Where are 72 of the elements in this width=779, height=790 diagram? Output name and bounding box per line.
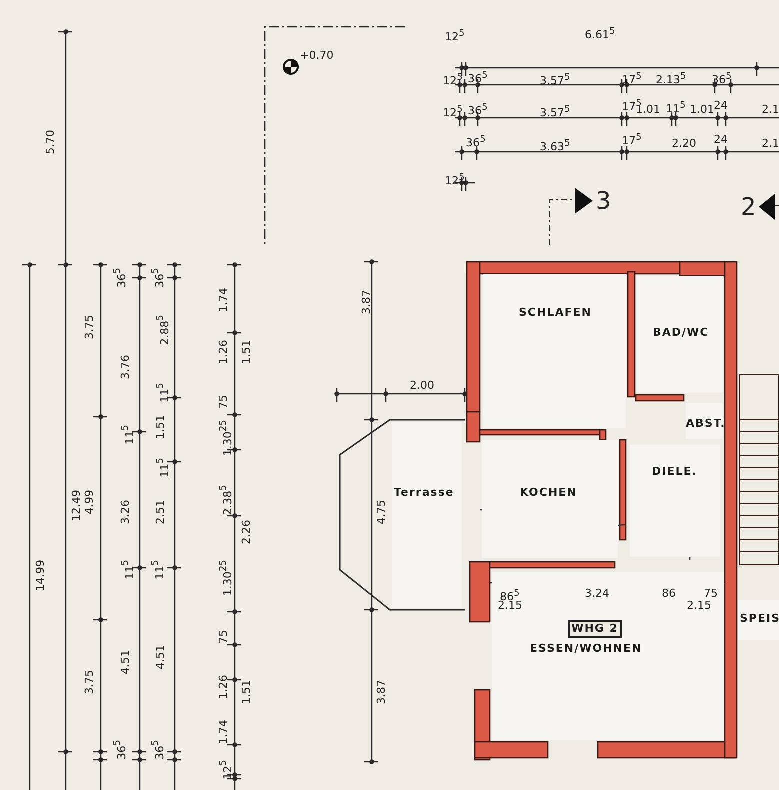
dimension-label: 2.26 (241, 520, 253, 544)
dimension-label: 6.61$^{5}$ (585, 26, 616, 42)
dimension-label: 1.26 (218, 340, 230, 364)
dimension-label: 86 (662, 588, 676, 600)
dimension-label: 36$^{5}$ (468, 70, 488, 86)
room-area (686, 403, 723, 439)
dimension-label: 1.26 (218, 675, 230, 700)
dimension-label: 3.87 (361, 290, 373, 314)
room-label: SCHLAFEN (519, 306, 592, 319)
room-area (630, 445, 720, 557)
dimension-label: 2.15 (687, 600, 712, 612)
dimension-label: 4.99 (84, 490, 96, 514)
room-area (738, 600, 779, 640)
dimension-label: 3.26 (120, 500, 132, 524)
dimension-label: 1.51 (155, 415, 167, 440)
level-label: +0.70 (300, 50, 334, 62)
room-label: ESSEN/WOHNEN (530, 642, 642, 655)
dimension-label: 11$^{5}$ (666, 100, 686, 116)
dimension-label: 1.74 (218, 720, 230, 744)
dimension-label: 36$^{5}$ (468, 102, 488, 118)
dimension-label: 3.75 (84, 670, 96, 694)
dimension-label: 3.57$^{5}$ (540, 72, 570, 88)
dimension-label: 36$^{5}$ (712, 71, 732, 87)
dimension-label: 1.51 (241, 680, 253, 704)
dimension-label: 2.1 (762, 104, 779, 116)
room-label: BAD/WC (653, 326, 710, 339)
dimension-label: 4.51 (120, 650, 132, 674)
dimension-label: 4.75 (376, 500, 388, 524)
dimension-label: 36$^{5}$ (466, 134, 486, 150)
dimension-label: 3.87 (376, 680, 388, 704)
dimension-label: 1.01 (636, 104, 660, 116)
dimension-label: 2.13$^{5}$ (656, 71, 686, 87)
unit-label: WHG 2 (570, 622, 620, 635)
dimension-label: 3.75 (84, 315, 96, 340)
dimension-label: 3.24 (585, 588, 610, 600)
room-area (482, 440, 618, 558)
dimension-label: 3.63$^{5}$ (540, 138, 570, 154)
dimension-label: 24 (714, 134, 728, 146)
room-label: DIELE. (652, 465, 698, 478)
section-number: 2 (741, 194, 756, 220)
room-area (637, 276, 723, 393)
dimension-label: 12$^{5}$ (443, 104, 463, 120)
room-label: ABST. (686, 417, 726, 430)
dimension-label: 1.51 (241, 340, 253, 364)
dimension-label: 14.99 (35, 560, 47, 592)
dimension-label: 17$^{5}$ (622, 132, 642, 148)
room-label: KOCHEN (520, 486, 578, 499)
dimension-label: 17$^{5}$ (622, 71, 642, 87)
dimension-label: 2.00 (410, 380, 434, 392)
unit-tag (568, 620, 622, 638)
dimension-label: 3.57$^{5}$ (540, 104, 570, 120)
dimension-label: 75 (218, 395, 230, 409)
dimension-label: 1.74 (218, 288, 230, 312)
dimension-label: 12.49 (71, 490, 83, 522)
room-area (483, 274, 626, 428)
dimension-label: 12$^{5}$ (445, 172, 465, 188)
dimension-label: 24 (714, 100, 728, 112)
dimension-label: 4.51 (155, 645, 167, 670)
room-label: Terrasse (394, 486, 454, 499)
dimension-label: 2.20 (672, 138, 696, 150)
dimension-label: 1.01 (690, 104, 714, 116)
room-area (492, 572, 724, 740)
dimension-label: 5.70 (45, 130, 57, 154)
dimension-label: 12$^{5}$ (443, 72, 463, 88)
dimension-label: 3.76 (120, 355, 132, 380)
dimension-label: 75 (218, 630, 230, 644)
dimension-label: 2.51 (155, 500, 167, 524)
room-area (392, 422, 462, 608)
section-number: 3 (596, 188, 612, 214)
dimension-label: 12$^{5}$ (445, 28, 465, 44)
dimension-label: 75 (704, 588, 718, 600)
dimension-label: 2.1 (762, 138, 779, 150)
